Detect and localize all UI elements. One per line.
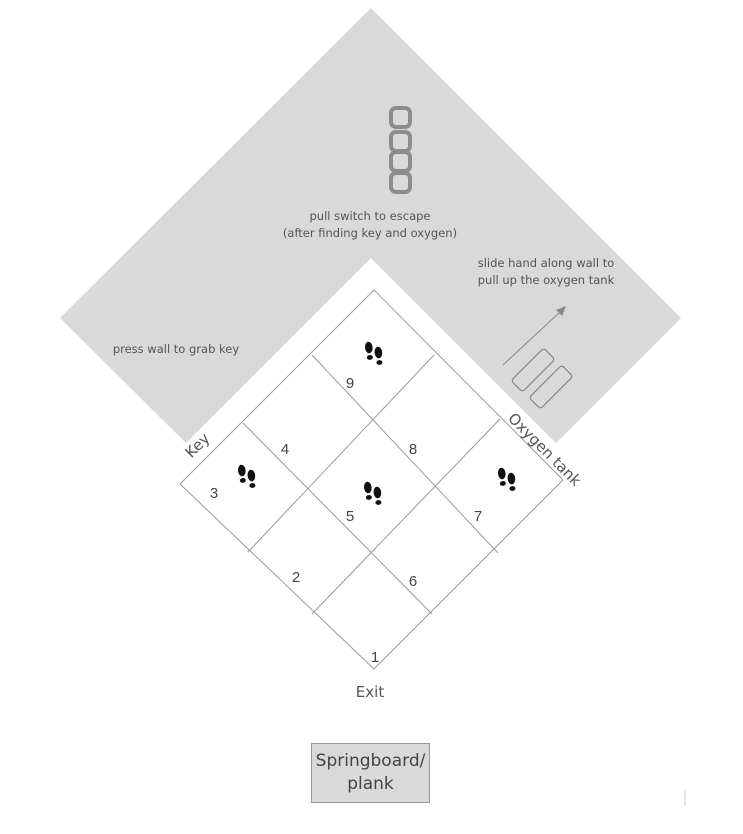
key-instruction: press wall to grab key: [113, 342, 240, 356]
chain-switch-icon: [389, 106, 412, 194]
tile-number-6: 6: [409, 573, 417, 590]
tile-number-9: 9: [346, 375, 354, 392]
oxygen-instruction-line1: slide hand along wall to: [478, 256, 615, 270]
springboard-plank: Springboard/ plank: [311, 743, 430, 803]
grid-line-a2: [242, 422, 433, 615]
room-outline: [179, 289, 564, 670]
tile-number-7: 7: [474, 508, 482, 525]
plank-label-line1: Springboard/: [315, 751, 426, 771]
exit-label: Exit: [356, 683, 385, 701]
plank-label-line2: plank: [347, 774, 394, 794]
tile-number-1: 1: [371, 649, 379, 666]
tile-number-8: 8: [409, 441, 417, 458]
grid-line-b1: [247, 354, 435, 553]
switch-instruction-line2: (after finding key and oxygen): [283, 226, 457, 240]
switch-instruction-line1: pull switch to escape: [309, 209, 430, 223]
oxygen-instruction-line2: pull up the oxygen tank: [478, 273, 615, 287]
room-grid: [179, 289, 564, 670]
grid-line-a1: [311, 354, 499, 554]
wall-region: [60, 8, 681, 443]
tile-number-3: 3: [210, 485, 218, 502]
tile-number-2: 2: [292, 569, 300, 586]
grid-line-b2: [311, 418, 501, 615]
arrow-icon: [502, 306, 566, 366]
footprints-icon: [237, 340, 517, 507]
tile-number-5: 5: [346, 508, 354, 525]
oxygen-tank-icon: [511, 348, 573, 409]
tile-number-4: 4: [281, 441, 289, 458]
